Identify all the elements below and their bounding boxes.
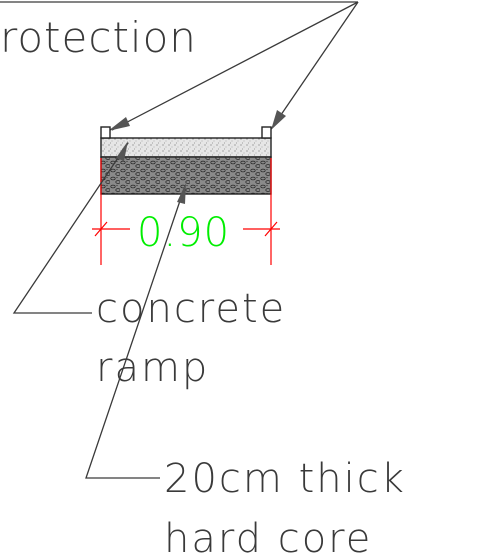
protection-arrowheads — [108, 110, 286, 131]
protection-label: rotection — [0, 13, 197, 62]
hardcore-layer — [100, 156, 272, 195]
ramp-label: ramp — [96, 345, 209, 391]
concrete-leader — [12, 142, 129, 314]
concrete-arrowhead — [116, 141, 128, 161]
core-label-line1: 20cm thick — [164, 456, 406, 502]
core-label-line2: hard core — [164, 516, 372, 560]
ramp-section — [100, 126, 272, 195]
right-protection-block — [261, 126, 272, 139]
concrete-label: concrete — [96, 286, 286, 332]
dimension-line — [92, 158, 280, 265]
dimension-value: 0.90 — [137, 210, 230, 256]
protection-leader — [0, 1, 359, 131]
hardcore-arrowhead — [177, 183, 186, 204]
hardcore-leader — [85, 185, 186, 479]
left-protection-block — [100, 126, 111, 139]
